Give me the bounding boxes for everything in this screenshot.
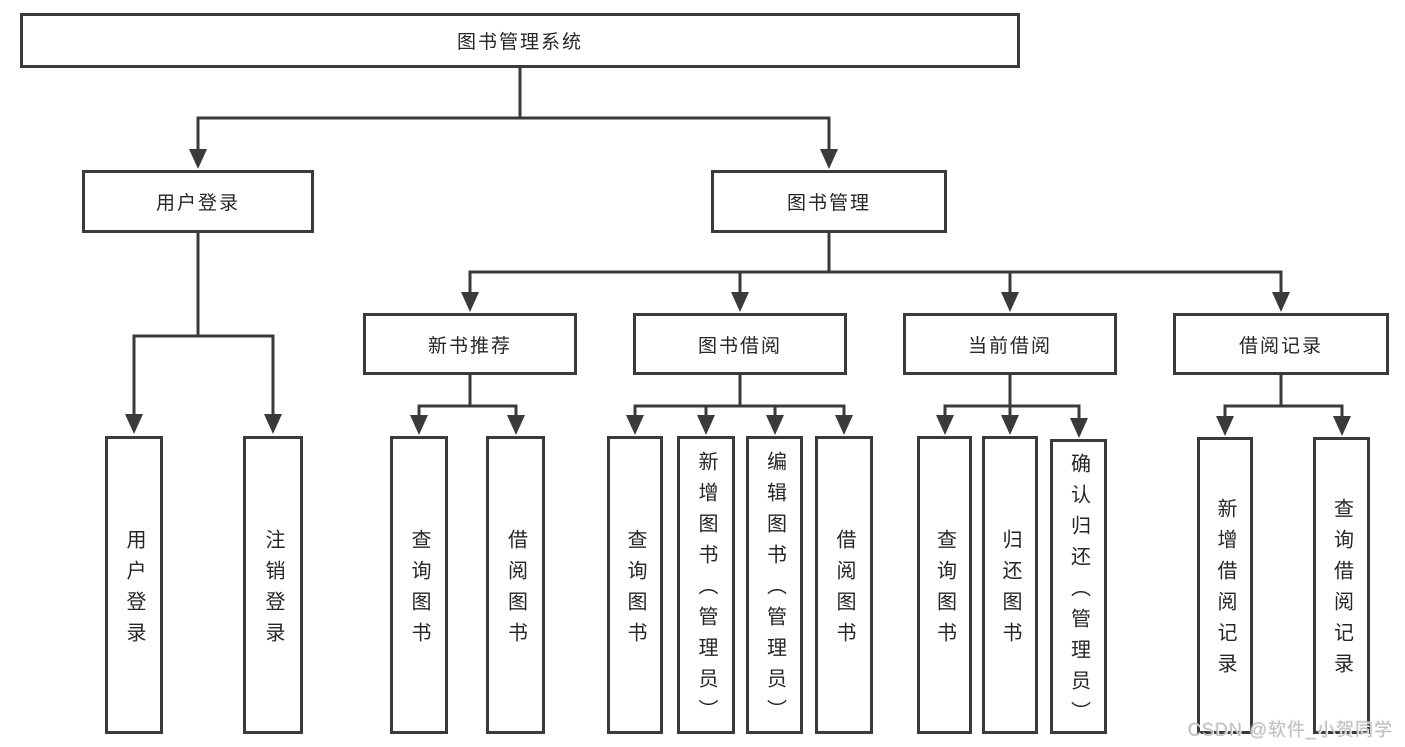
leaf-edit-books-admin: 编辑图书（管理员） — [746, 436, 803, 734]
leaf-return-books: 归还图书 — [982, 436, 1038, 734]
leaf-query-borrow-record: 查询借阅记录 — [1313, 437, 1370, 734]
node-label: 新增借阅记录 — [1214, 498, 1236, 684]
leaf-borrow-books-recommend: 借阅图书 — [486, 436, 545, 734]
node-label: 用户登录 — [155, 193, 240, 214]
leaf-add-books-admin: 新增图书（管理员） — [677, 436, 735, 734]
node-label: 新增图书（管理员） — [695, 451, 717, 730]
node-label: 图书管理系统 — [456, 32, 583, 53]
node-label: 图书借阅 — [697, 335, 782, 357]
node-library-management-system: 图书管理系统 — [20, 13, 1020, 68]
node-label: 确认归还（管理员） — [1067, 453, 1090, 732]
node-label: 图书管理 — [786, 193, 871, 214]
node-label: 查询图书 — [933, 528, 956, 653]
node-book-borrowing: 图书借阅 — [633, 313, 847, 375]
node-label: 查询借阅记录 — [1330, 498, 1353, 684]
leaf-add-borrow-record: 新增借阅记录 — [1197, 437, 1253, 734]
leaf-confirm-return-admin: 确认归还（管理员） — [1050, 439, 1107, 734]
leaf-query-books-current: 查询图书 — [917, 436, 972, 734]
node-borrowing-records: 借阅记录 — [1173, 313, 1389, 375]
leaf-query-books-borrowing: 查询图书 — [607, 436, 663, 734]
node-user-login: 用户登录 — [82, 170, 314, 233]
node-label: 借阅记录 — [1238, 335, 1323, 357]
leaf-logout: 注销登录 — [243, 436, 303, 734]
csdn-watermark: CSDN @软件_小贺同学 — [1188, 720, 1394, 740]
node-label: 查询图书 — [624, 528, 646, 653]
node-label: 借阅图书 — [504, 528, 527, 653]
node-label: 注销登录 — [262, 528, 284, 653]
leaf-user-login: 用户登录 — [105, 436, 163, 734]
node-label: 编辑图书（管理员） — [763, 451, 786, 730]
leaf-borrow-books-borrowing: 借阅图书 — [815, 436, 873, 734]
node-label: 查询图书 — [408, 528, 430, 653]
node-new-book-recommendation: 新书推荐 — [363, 313, 577, 375]
node-label: 用户登录 — [123, 528, 145, 653]
node-label: 借阅图书 — [833, 528, 855, 653]
leaf-query-books-recommend: 查询图书 — [390, 436, 448, 734]
node-label: 新书推荐 — [427, 335, 512, 357]
node-book-management: 图书管理 — [711, 170, 947, 233]
node-current-borrowing: 当前借阅 — [903, 313, 1117, 375]
node-label: 归还图书 — [999, 528, 1021, 653]
node-label: 当前借阅 — [967, 335, 1052, 357]
